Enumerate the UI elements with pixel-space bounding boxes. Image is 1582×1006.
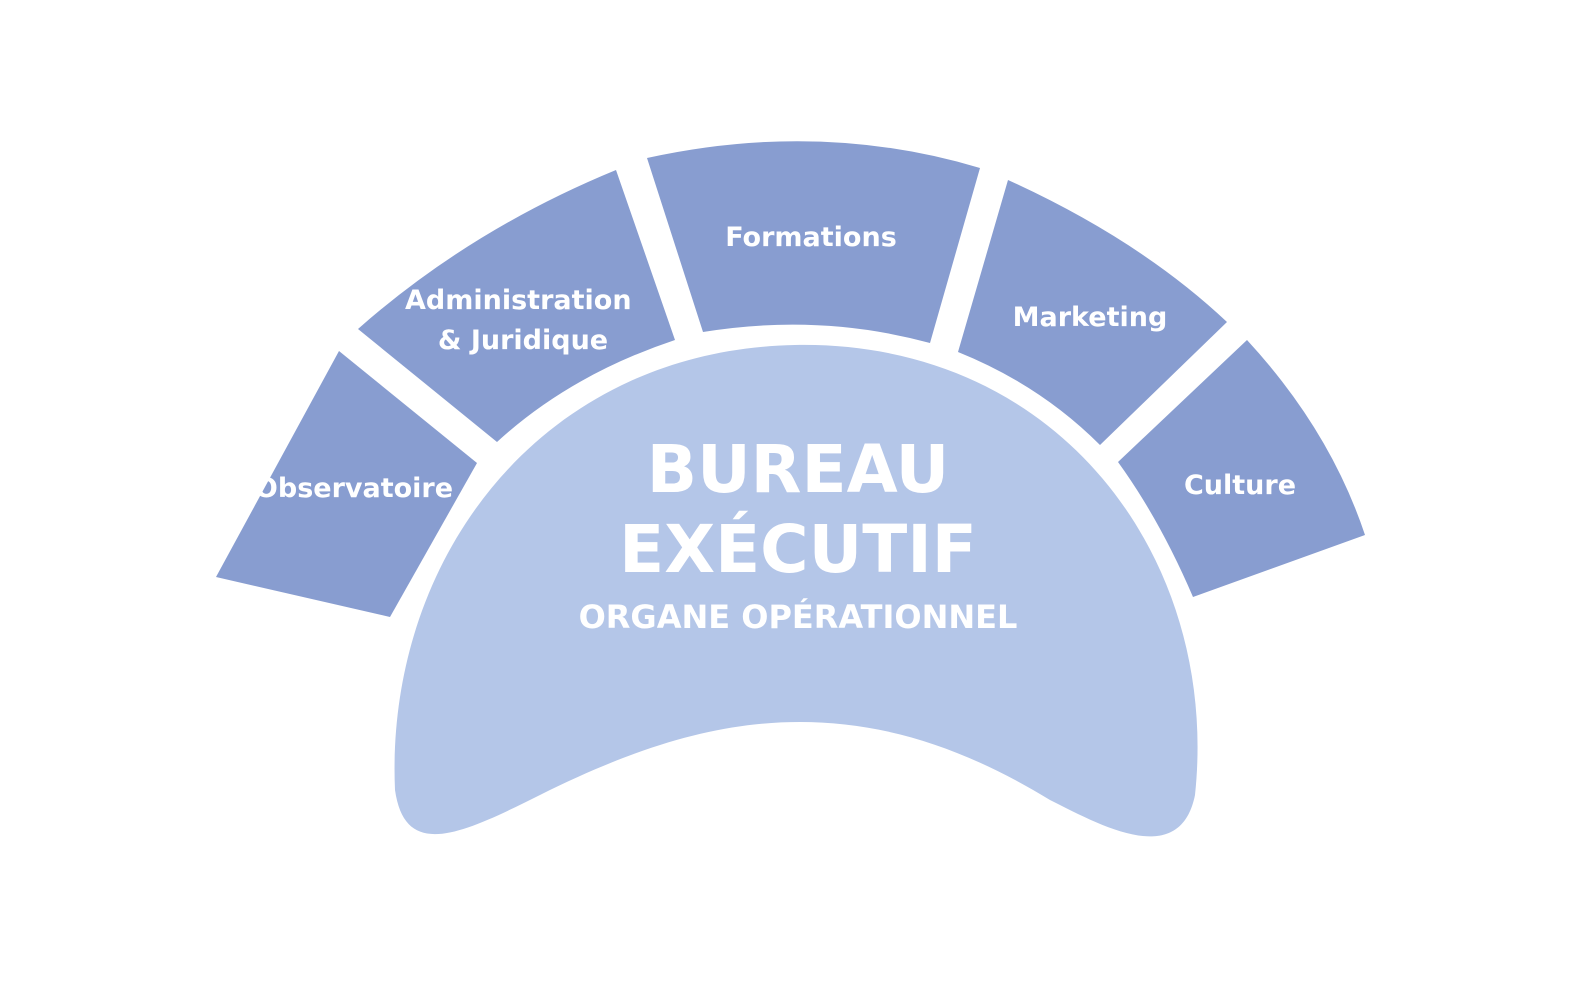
label-culture: Culture <box>1184 470 1296 501</box>
label-observatoire: Observatoire <box>255 473 453 504</box>
label-marketing: Marketing <box>1013 302 1168 333</box>
segment-marketing <box>958 180 1227 445</box>
label-formations: Formations <box>725 222 897 253</box>
segment-administration-juridique <box>358 170 675 442</box>
center-subtitle: ORGANE OPÉRATIONNEL <box>579 598 1018 636</box>
center-title-line1: BUREAU <box>647 431 949 508</box>
segment-culture <box>1118 340 1365 597</box>
label-administration-juridique: Administration & Juridique <box>405 285 641 356</box>
center-title-line2: EXÉCUTIF <box>619 510 977 588</box>
segment-formations <box>647 141 980 343</box>
segment-observatoire <box>216 351 477 617</box>
center-blob <box>394 344 1198 837</box>
